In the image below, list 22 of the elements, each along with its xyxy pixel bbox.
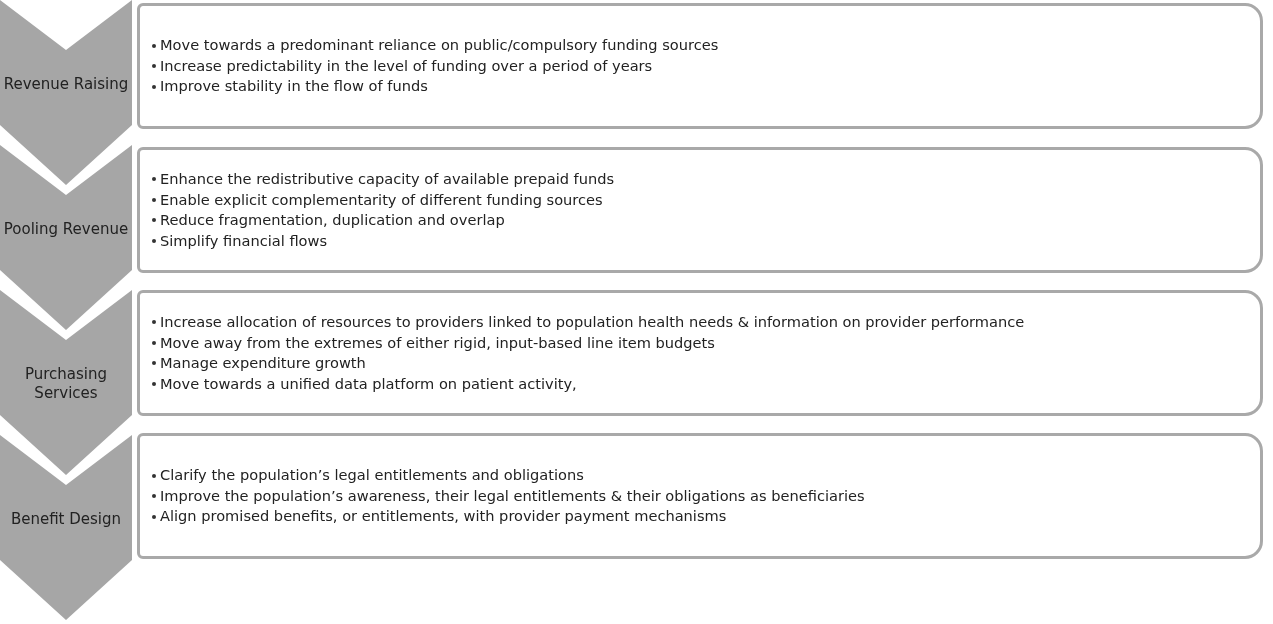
bullet-text: Clarify the population’s legal entitlements and obligations [160, 465, 584, 486]
bullet-text: Move away from the extremes of either rigid, input-based line item budgets [160, 332, 715, 353]
bullet-text: Move towards a unified data platform on patient activity, [160, 373, 577, 394]
stage-label: Pooling Revenue [2, 220, 130, 239]
bullet-text: Enable explicit complementarity of different funding sources [160, 189, 603, 210]
stage-label: Revenue Raising [2, 75, 130, 94]
bullet-text: Reduce fragmentation, duplication and overlap [160, 210, 505, 230]
bullet-text: Align promised benefits, or entitlements, with provider payment mechanisms [160, 506, 727, 527]
bullet-text: Increase allocation of resources to providers linked to population health needs & information on provider performance [160, 312, 1025, 332]
stage-label: Purchasing Services [23, 365, 109, 403]
bullet-text: Improve stability in the flow of funds [160, 76, 428, 97]
bullet-text: Manage expenditure growth [160, 353, 366, 373]
bullet-text: Simplify financial flows [160, 230, 328, 251]
text-panel [137, 147, 1263, 273]
text-panel [137, 433, 1263, 559]
bullet-text: Increase predictability in the level of funding over a period of years [160, 55, 653, 76]
stage-label: Benefit Design [9, 510, 123, 529]
bullet-text: Move towards a predominant reliance on public/compulsory funding sources [160, 35, 719, 56]
text-panel [137, 290, 1263, 416]
text-panel [137, 3, 1263, 129]
bullet-text: Improve the population’s awareness, their legal entitlements & their obligations as beneficiaries [160, 485, 865, 506]
bullet-text: Enhance the redistributive capacity of available prepaid funds [160, 169, 615, 189]
